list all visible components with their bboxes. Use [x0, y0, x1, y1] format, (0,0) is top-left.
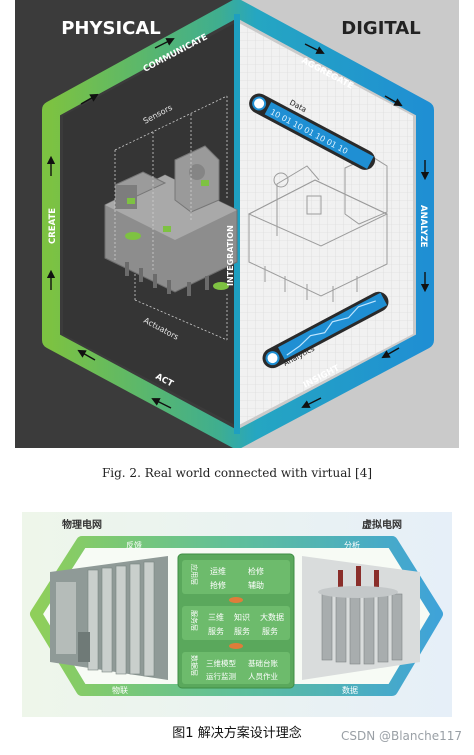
svc-item-1: 三维	[208, 612, 224, 622]
ring-label-create: CREATE	[48, 208, 58, 244]
figure-caption-2: 图1 解决方案设计理念	[172, 726, 302, 741]
physical-equipment-photo	[50, 556, 168, 680]
service-layer-label: 服务层	[190, 610, 199, 631]
service-layer-row	[182, 606, 290, 640]
physical-grid-title: 物理电网	[62, 518, 102, 531]
app-item-2: 检修	[248, 566, 264, 576]
virtual-grid-title: 虚拟电网	[362, 518, 402, 531]
svc-item-2: 知识	[234, 612, 250, 622]
ring-arrows	[46, 38, 430, 409]
digital-title: DIGITAL	[341, 18, 420, 39]
application-layer-label: 应用层	[190, 564, 199, 585]
physical-digital-diagram: PHYSICAL DIGITAL COMMUNICATE AGGREGATE C…	[15, 0, 459, 448]
data-item-4: 人员作业	[248, 671, 278, 681]
app-item-1: 运维	[210, 566, 226, 576]
svc-item-5: 服务	[234, 626, 250, 636]
label-data: 数据	[342, 685, 358, 695]
physical-machine-illustration	[104, 95, 238, 341]
app-item-4: 辅助	[248, 580, 264, 590]
app-item-3: 抢修	[210, 580, 226, 590]
label-feedback: 反馈	[126, 540, 142, 550]
svc-item-3: 大数据	[260, 612, 284, 622]
svc-item-6: 服务	[262, 626, 278, 636]
data-layer-row	[182, 652, 290, 684]
data-layer-label: 数据层	[190, 655, 199, 676]
virtual-model-photo	[302, 556, 420, 680]
data-item-1: 三维模型	[206, 658, 236, 668]
label-iot: 物联	[112, 685, 128, 695]
svc-item-4: 服务	[208, 626, 224, 636]
ring-label-analyze: ANALYZE	[418, 205, 428, 248]
analytics-bar	[262, 291, 389, 369]
connector-1	[229, 597, 243, 603]
watermark: CSDN @Blanche117	[340, 729, 462, 743]
data-item-2: 基础台账	[248, 658, 278, 668]
label-analysis: 分析	[344, 540, 360, 550]
hexagon-ring	[42, 0, 434, 448]
integration-label: INTEGRATION	[226, 225, 235, 286]
grid-solution-diagram: 物理电网 虚拟电网 反馈 分析 物联 数据 应用层 运维 检修	[22, 512, 452, 717]
application-layer-row	[182, 560, 290, 594]
connector-2	[229, 643, 243, 649]
physical-title: PHYSICAL	[61, 18, 161, 39]
figure-caption-1: Fig. 2. Real world connected with virtua…	[101, 466, 373, 480]
data-item-3: 运行监测	[206, 671, 236, 681]
